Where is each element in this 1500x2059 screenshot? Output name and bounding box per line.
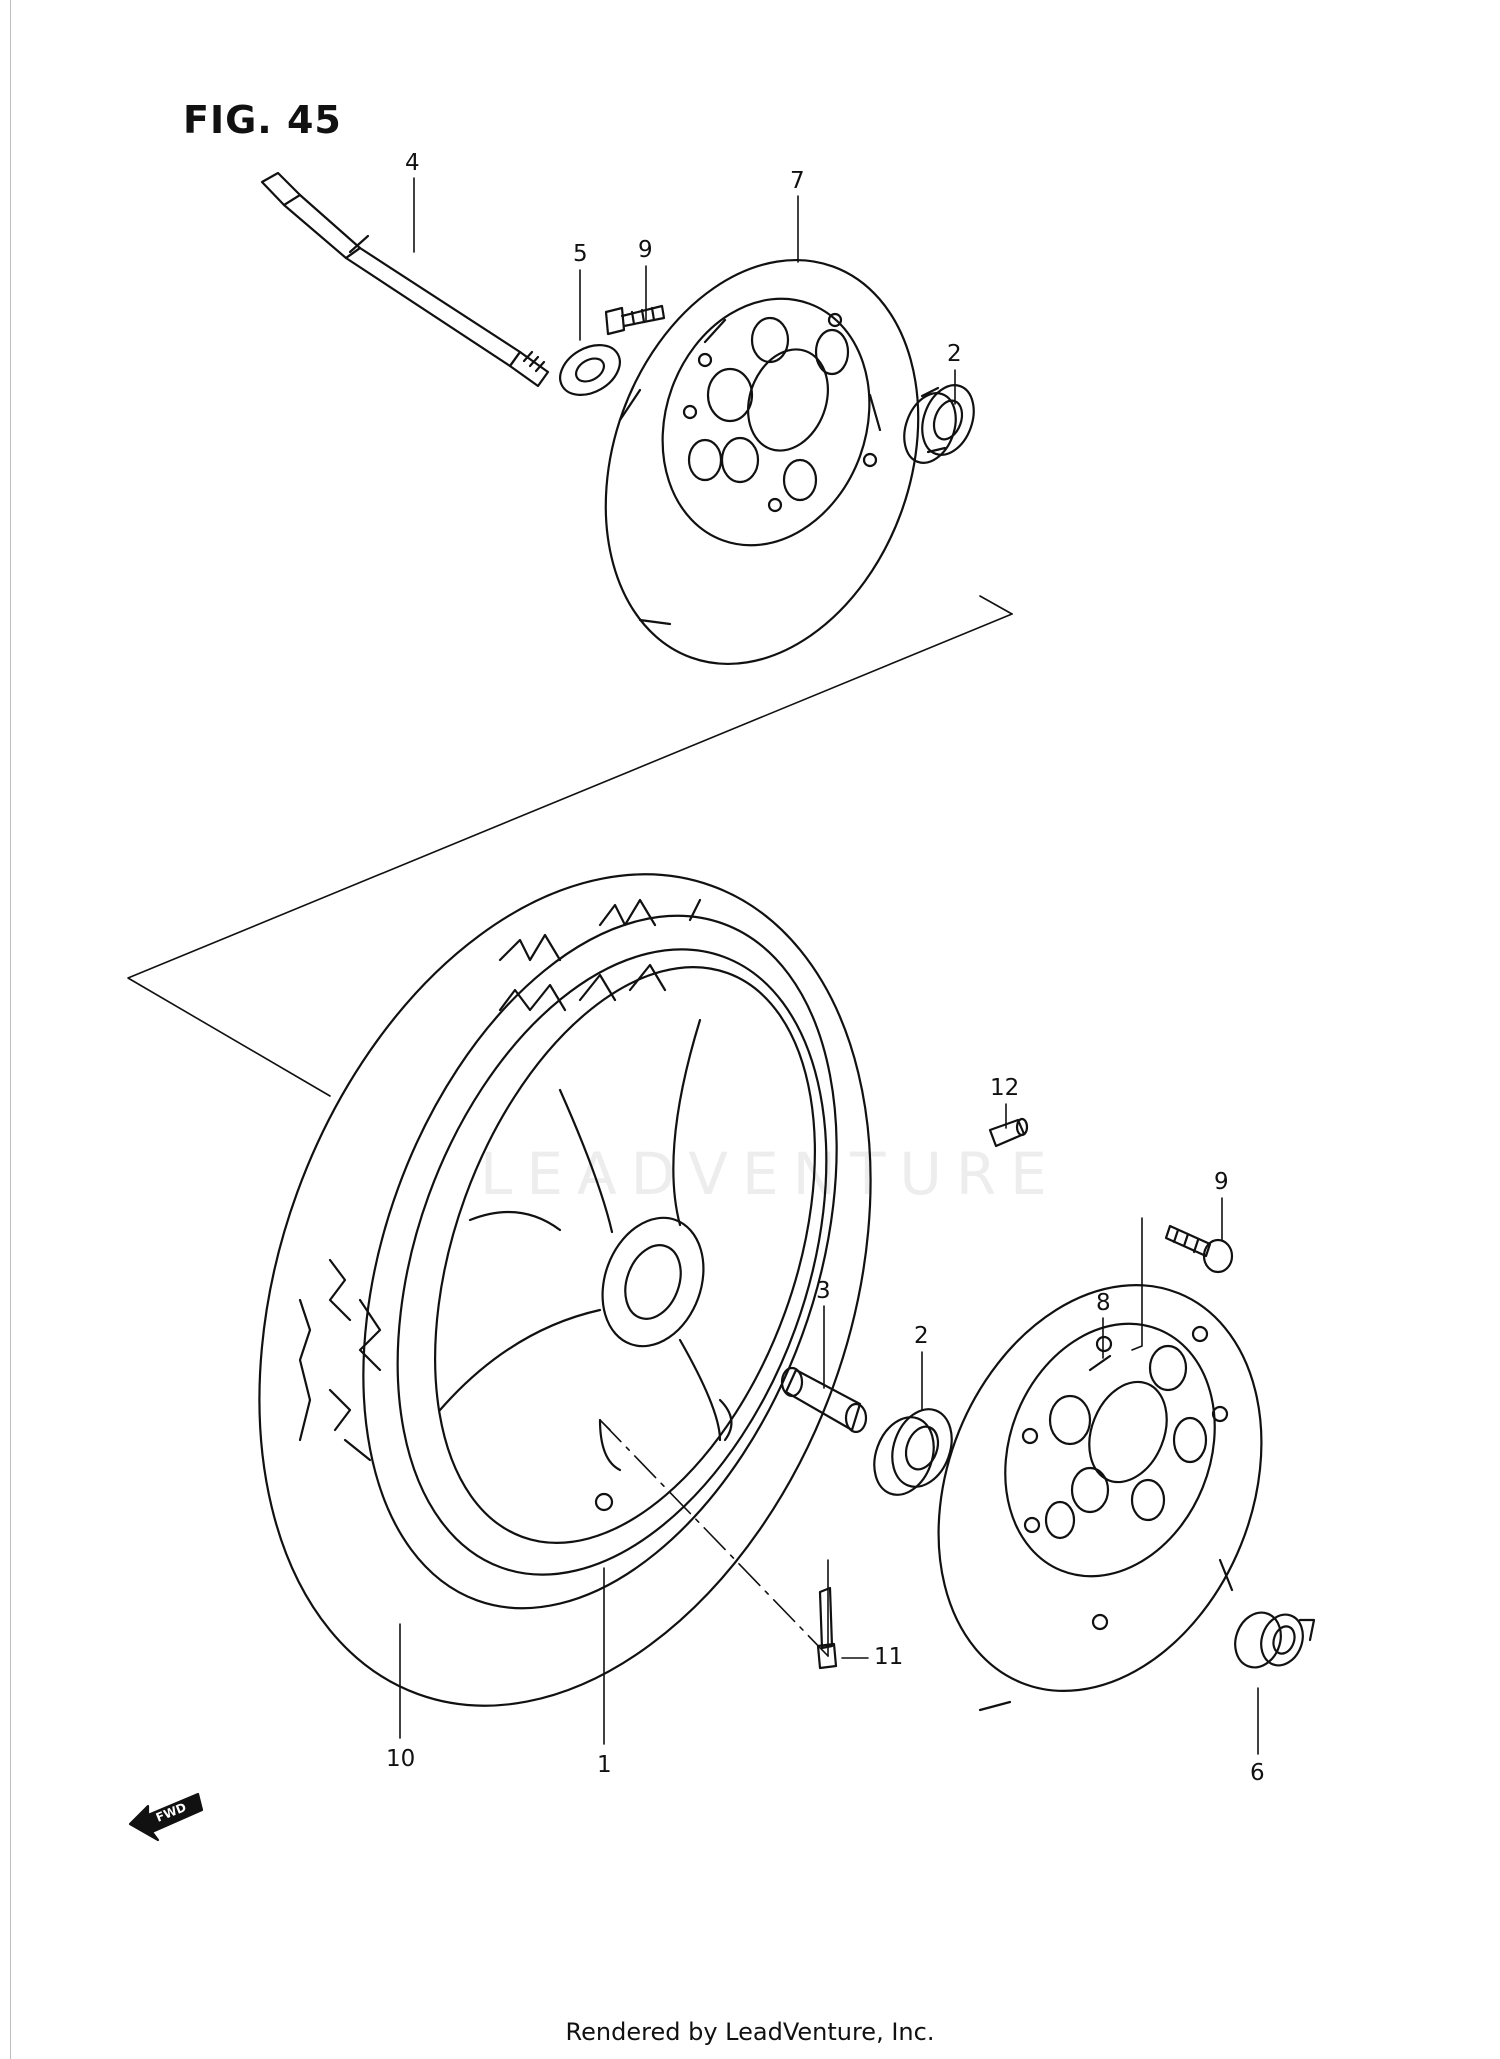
watermark-text: LEADVENTURE [480, 1140, 1061, 1208]
brake-disc-bottom [937, 1284, 1263, 1712]
page-edge-line [10, 0, 11, 2059]
alignment-lines [127, 595, 1143, 1657]
callout-1: 1 [597, 1752, 612, 1778]
valve-part [816, 1586, 838, 1670]
callout-2-bottom: 2 [914, 1323, 929, 1349]
washer-part [559, 344, 621, 396]
disc-bolt-bottom [1164, 1224, 1234, 1274]
collar-part [1234, 1611, 1316, 1669]
brake-disc-top [604, 258, 920, 666]
callout-2-top: 2 [947, 341, 962, 367]
valve-cap-part [988, 1117, 1029, 1148]
figure-title: FIG. 45 [183, 98, 342, 142]
tire-part [258, 873, 872, 1707]
leader-lines [399, 177, 1259, 1755]
callout-9-top: 9 [638, 237, 653, 263]
callout-5: 5 [573, 241, 588, 267]
callout-12: 12 [990, 1075, 1020, 1101]
spacer-part [780, 1366, 868, 1434]
callout-7: 7 [790, 168, 805, 194]
callout-8: 8 [1096, 1290, 1111, 1316]
callout-10: 10 [386, 1746, 416, 1772]
bearing-top [903, 384, 975, 464]
fwd-arrow-icon: FWD [128, 1792, 204, 1842]
wheel-part [396, 948, 828, 1576]
callout-3: 3 [816, 1278, 831, 1304]
callout-9-bottom: 9 [1214, 1169, 1229, 1195]
disc-bolt-top [604, 304, 666, 336]
axle-part [260, 171, 550, 388]
bearing-bottom [873, 1408, 953, 1496]
callout-6: 6 [1250, 1760, 1265, 1786]
footer-credit: Rendered by LeadVenture, Inc. [565, 2018, 935, 2046]
callout-11: 11 [874, 1644, 904, 1670]
callout-4: 4 [405, 150, 420, 176]
